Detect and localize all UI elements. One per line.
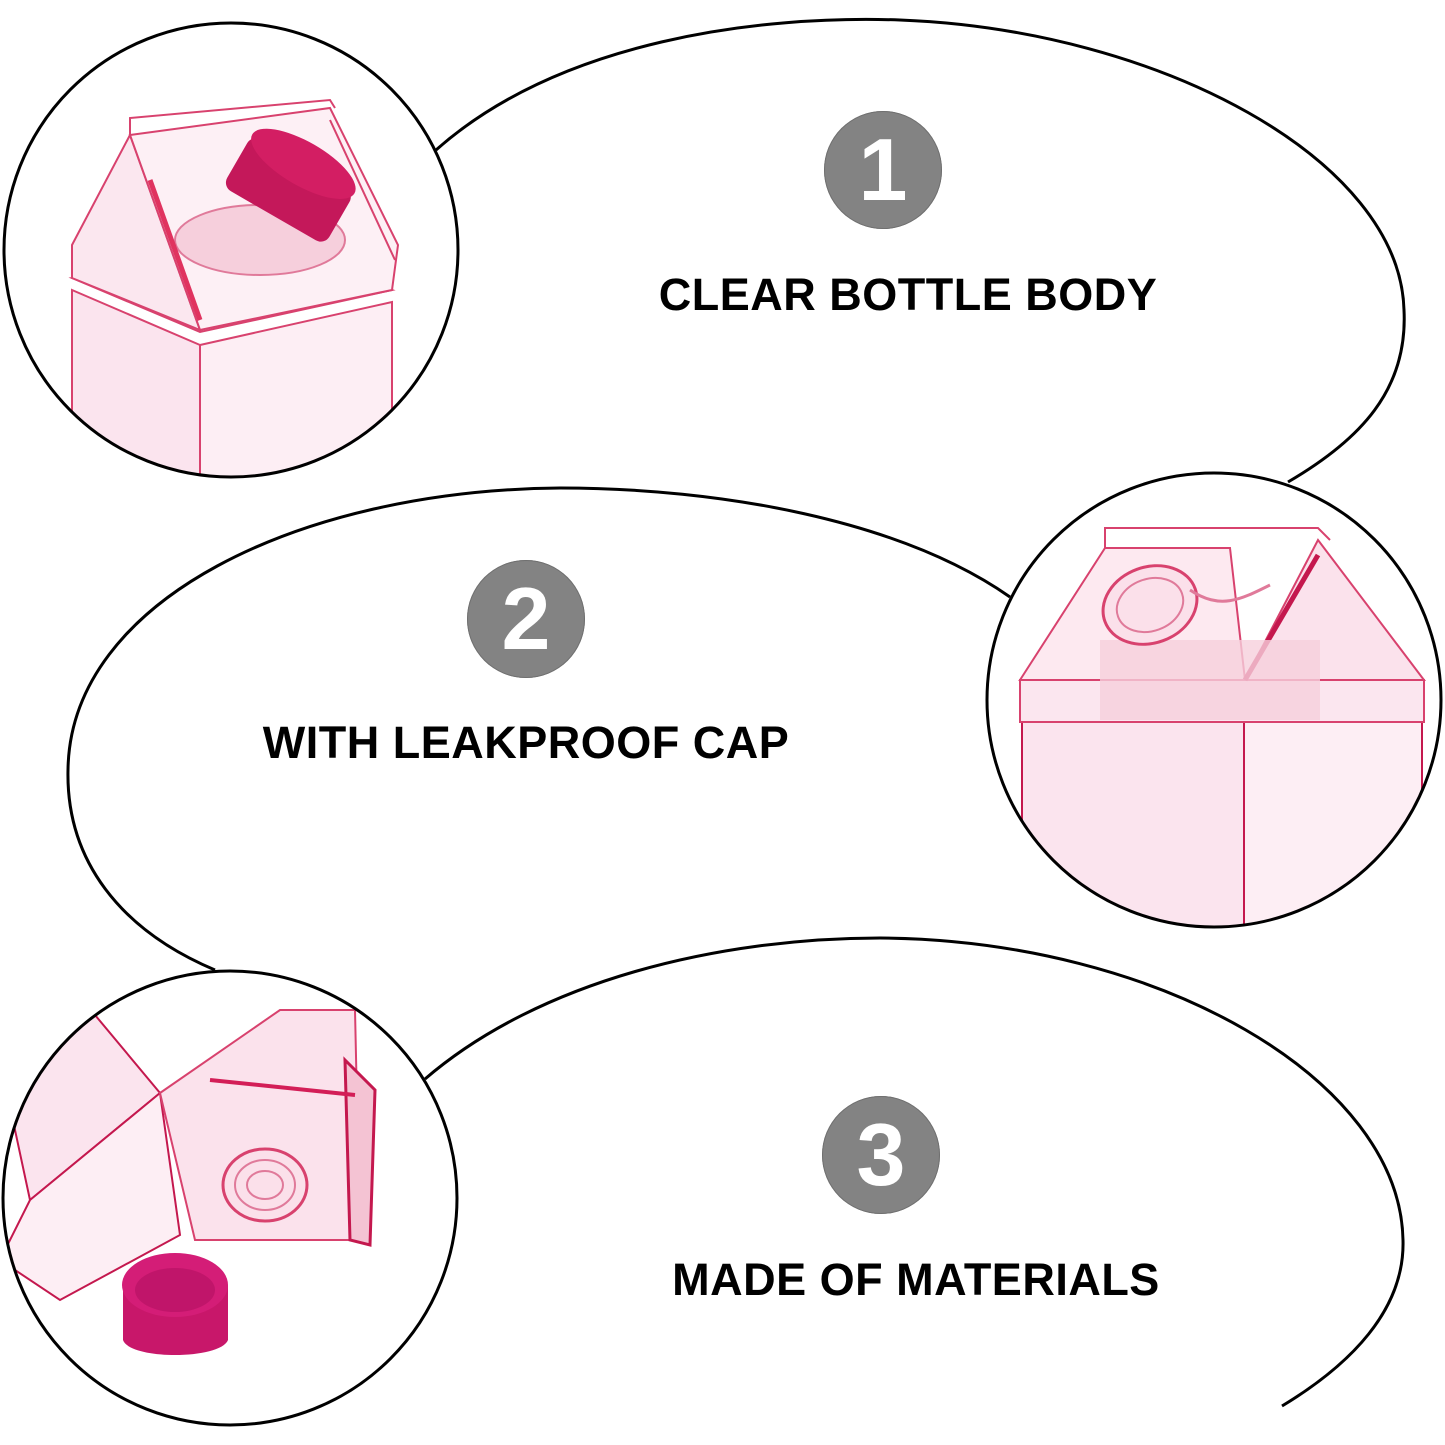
feature-image-3 — [1, 969, 459, 1427]
connector-curve-2 — [66, 486, 1011, 972]
step-badge-3: 3 — [822, 1096, 940, 1214]
feature-label-1: CLEAR BOTTLE BODY — [658, 269, 1158, 320]
connector-curve-3 — [424, 936, 1405, 1408]
feature-image-1 — [2, 21, 460, 479]
step-number-3: 3 — [856, 1105, 906, 1204]
connector-curve-1 — [435, 17, 1406, 484]
feature-image-2 — [985, 471, 1443, 929]
step-number-1: 1 — [858, 120, 908, 219]
step-badge-1: 1 — [824, 111, 942, 229]
feature-label-3: MADE OF MATERIALS — [672, 1254, 1160, 1305]
step-badge-2: 2 — [467, 560, 585, 678]
step-number-2: 2 — [501, 569, 551, 668]
feature-label-2: WITH LEAKPROOF CAP — [262, 717, 790, 768]
